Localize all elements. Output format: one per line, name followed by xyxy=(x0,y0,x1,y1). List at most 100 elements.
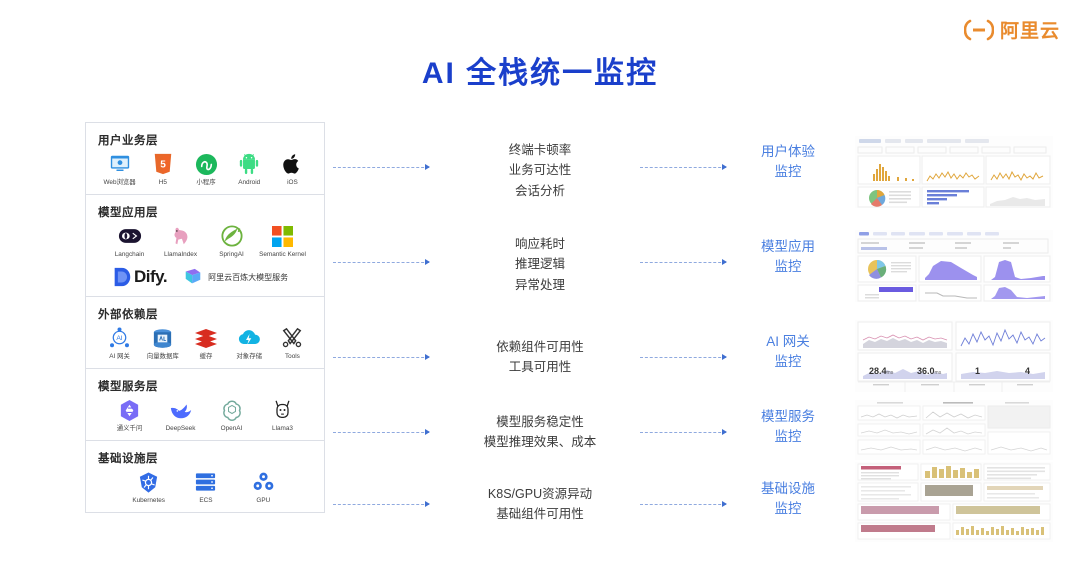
ai-gateway-icon: AI xyxy=(108,326,132,350)
apple-icon xyxy=(280,152,304,176)
dashboard-thumbnail-model-application[interactable] xyxy=(855,230,1053,302)
arrow-metric4-to-monitor4 xyxy=(640,429,727,435)
monitor-label-line: 监控 xyxy=(774,353,802,369)
dify-mark-icon xyxy=(114,267,131,287)
arrow-metric3-to-monitor3 xyxy=(640,354,727,360)
kubernetes-icon xyxy=(137,470,161,494)
gateway-stat-value-3: 1 xyxy=(975,366,981,376)
dify-logo: Dify. xyxy=(112,266,168,288)
monitor-label-line: 监控 xyxy=(774,428,802,444)
layer-model-application: 模型应用层 Langchain xyxy=(85,195,325,298)
tech-item-ai-gateway: AI AI 网关 xyxy=(98,326,141,360)
tech-item-label: DeepSeek xyxy=(165,425,196,433)
microsoft-icon xyxy=(271,224,295,248)
layer-external-dependency: 外部依赖层 AI AI 网关 xyxy=(85,297,325,370)
tech-item-h5: 5 H5 xyxy=(141,152,184,186)
tech-item-label: Android xyxy=(238,179,261,186)
monitor-label-line: 监控 xyxy=(774,500,802,516)
layer-title: 模型服务层 xyxy=(98,381,158,394)
layer-title: 用户业务层 xyxy=(98,135,158,147)
tech-item-web-browser: Web浏览器 xyxy=(98,152,141,186)
tech-item-gpu: GPU xyxy=(240,470,286,504)
dify-wordmark: Dify. xyxy=(134,267,168,287)
tongyi-qianwen-icon xyxy=(118,398,142,422)
tech-item-label: 缓存 xyxy=(199,353,213,361)
tech-item-label: 向量数据库 xyxy=(146,353,179,361)
monitor-label-line: 模型应用 xyxy=(761,239,815,254)
metric-group-model-application: 响应耗时 推理逻辑 异常处理 xyxy=(430,234,650,295)
arrow-layer3-to-metric3 xyxy=(333,354,430,360)
monitor-label-line: 监控 xyxy=(774,163,802,179)
bailian-label: 阿里云百炼大模型服务 xyxy=(208,272,289,282)
metric-line: 响应耗时 xyxy=(514,237,565,251)
alibaba-cloud-logo: 阿里云 xyxy=(963,16,1060,43)
layer-model-service: 模型服务层 通义千问 xyxy=(85,369,325,442)
dashboard-thumbnail-ai-gateway[interactable]: 28.4ms 36.0ms 1 4 xyxy=(855,320,1053,392)
dashboard-thumbnail-model-service[interactable] xyxy=(855,400,1053,460)
vector-database-icon xyxy=(151,326,175,350)
metric-line: 基础组件可用性 xyxy=(496,507,584,522)
monitor-label-line: 模型服务 xyxy=(761,409,815,424)
tech-item-label: 对象存储 xyxy=(236,353,262,361)
arrow-layer4-to-metric4 xyxy=(333,429,430,435)
metric-group-infrastructure: K8S/GPU资源异动 基础组件可用性 xyxy=(430,484,650,525)
layer-title: 外部依赖层 xyxy=(98,309,158,322)
gateway-stat-value-4: 4 xyxy=(1025,366,1031,376)
tech-item-kubernetes: Kubernetes xyxy=(126,470,172,504)
metric-line: 模型推理效果、成本 xyxy=(483,435,597,450)
arrow-layer2-to-metric2 xyxy=(333,259,430,265)
redis-cache-icon xyxy=(194,326,218,350)
model-app-extra-row: Dify. 阿里云百炼大模型服务 xyxy=(98,266,314,288)
tech-item-label: 小程序 xyxy=(196,179,216,186)
object-storage-icon xyxy=(237,326,261,350)
monitor-label-line: 基础设施 xyxy=(761,481,815,496)
metric-group-ai-gateway: 依赖组件可用性 工具可用性 xyxy=(430,337,650,378)
monitor-label-model-application: 模型应用 监控 xyxy=(728,237,848,276)
tech-item-springai: SpringAI xyxy=(209,224,255,258)
gpu-icon xyxy=(251,470,275,494)
android-icon xyxy=(237,152,261,176)
monitor-label-model-service: 模型服务 监控 xyxy=(728,407,848,446)
svg-text:5: 5 xyxy=(160,160,166,171)
metric-line: 推理逻辑 xyxy=(514,257,565,272)
dashboard-thumbnail-user-experience[interactable] xyxy=(855,136,1053,208)
metric-line: 会话分析 xyxy=(514,183,565,198)
tools-icon xyxy=(280,326,304,350)
metric-line: 异常处理 xyxy=(514,277,565,292)
tech-item-cache: 缓存 xyxy=(184,326,227,360)
tech-item-ecs: ECS xyxy=(183,470,229,504)
tech-item-miniprogram: 小程序 xyxy=(184,152,227,186)
metric-line: 终端卡顿率 xyxy=(508,143,572,157)
spring-icon xyxy=(220,224,244,248)
metric-group-model-service: 模型服务稳定性 模型推理效果、成本 xyxy=(430,412,650,453)
bailian-icon xyxy=(185,268,201,284)
monitor-label-line: 监控 xyxy=(774,258,802,274)
tech-item-tongyi-qianwen: 通义千问 xyxy=(107,398,153,432)
metric-line: 依赖组件可用性 xyxy=(496,340,584,354)
arrow-layer1-to-metric1 xyxy=(333,164,430,170)
monitor-label-line: 用户体验 xyxy=(761,144,815,159)
gateway-stat-value-1: 28.4ms xyxy=(869,366,894,376)
tech-item-langchain: Langchain xyxy=(107,224,153,258)
monitor-label-infrastructure: 基础设施 监控 xyxy=(728,479,848,518)
tech-item-llamaindex: LlamaIndex xyxy=(158,224,204,258)
browser-icon xyxy=(108,152,132,176)
tech-item-label: iOS xyxy=(287,179,298,186)
dashboard-thumbnail-infrastructure[interactable] xyxy=(855,462,1053,542)
llama-icon xyxy=(271,398,295,422)
tech-item-android: Android xyxy=(228,152,271,186)
layer-title: 模型应用层 xyxy=(98,207,158,220)
arrow-metric5-to-monitor5 xyxy=(640,501,727,507)
metric-line: 工具可用性 xyxy=(508,360,572,375)
metric-line: 模型服务稳定性 xyxy=(496,415,584,429)
metric-group-user-experience: 终端卡顿率 业务可达性 会话分析 xyxy=(430,140,650,201)
deepseek-whale-icon xyxy=(169,398,193,422)
tech-item-label: OpenAI xyxy=(220,425,243,433)
tech-item-label: Web浏览器 xyxy=(103,179,136,186)
tech-item-label: AI 网关 xyxy=(109,353,130,361)
tech-item-object-storage: 对象存储 xyxy=(228,326,271,360)
tech-item-label: Semantic Kernel xyxy=(259,251,306,259)
layer-user-business: 用户业务层 Web浏览器 xyxy=(85,122,325,196)
html5-icon: 5 xyxy=(151,152,175,176)
metric-line: K8S/GPU资源异动 xyxy=(487,487,593,501)
